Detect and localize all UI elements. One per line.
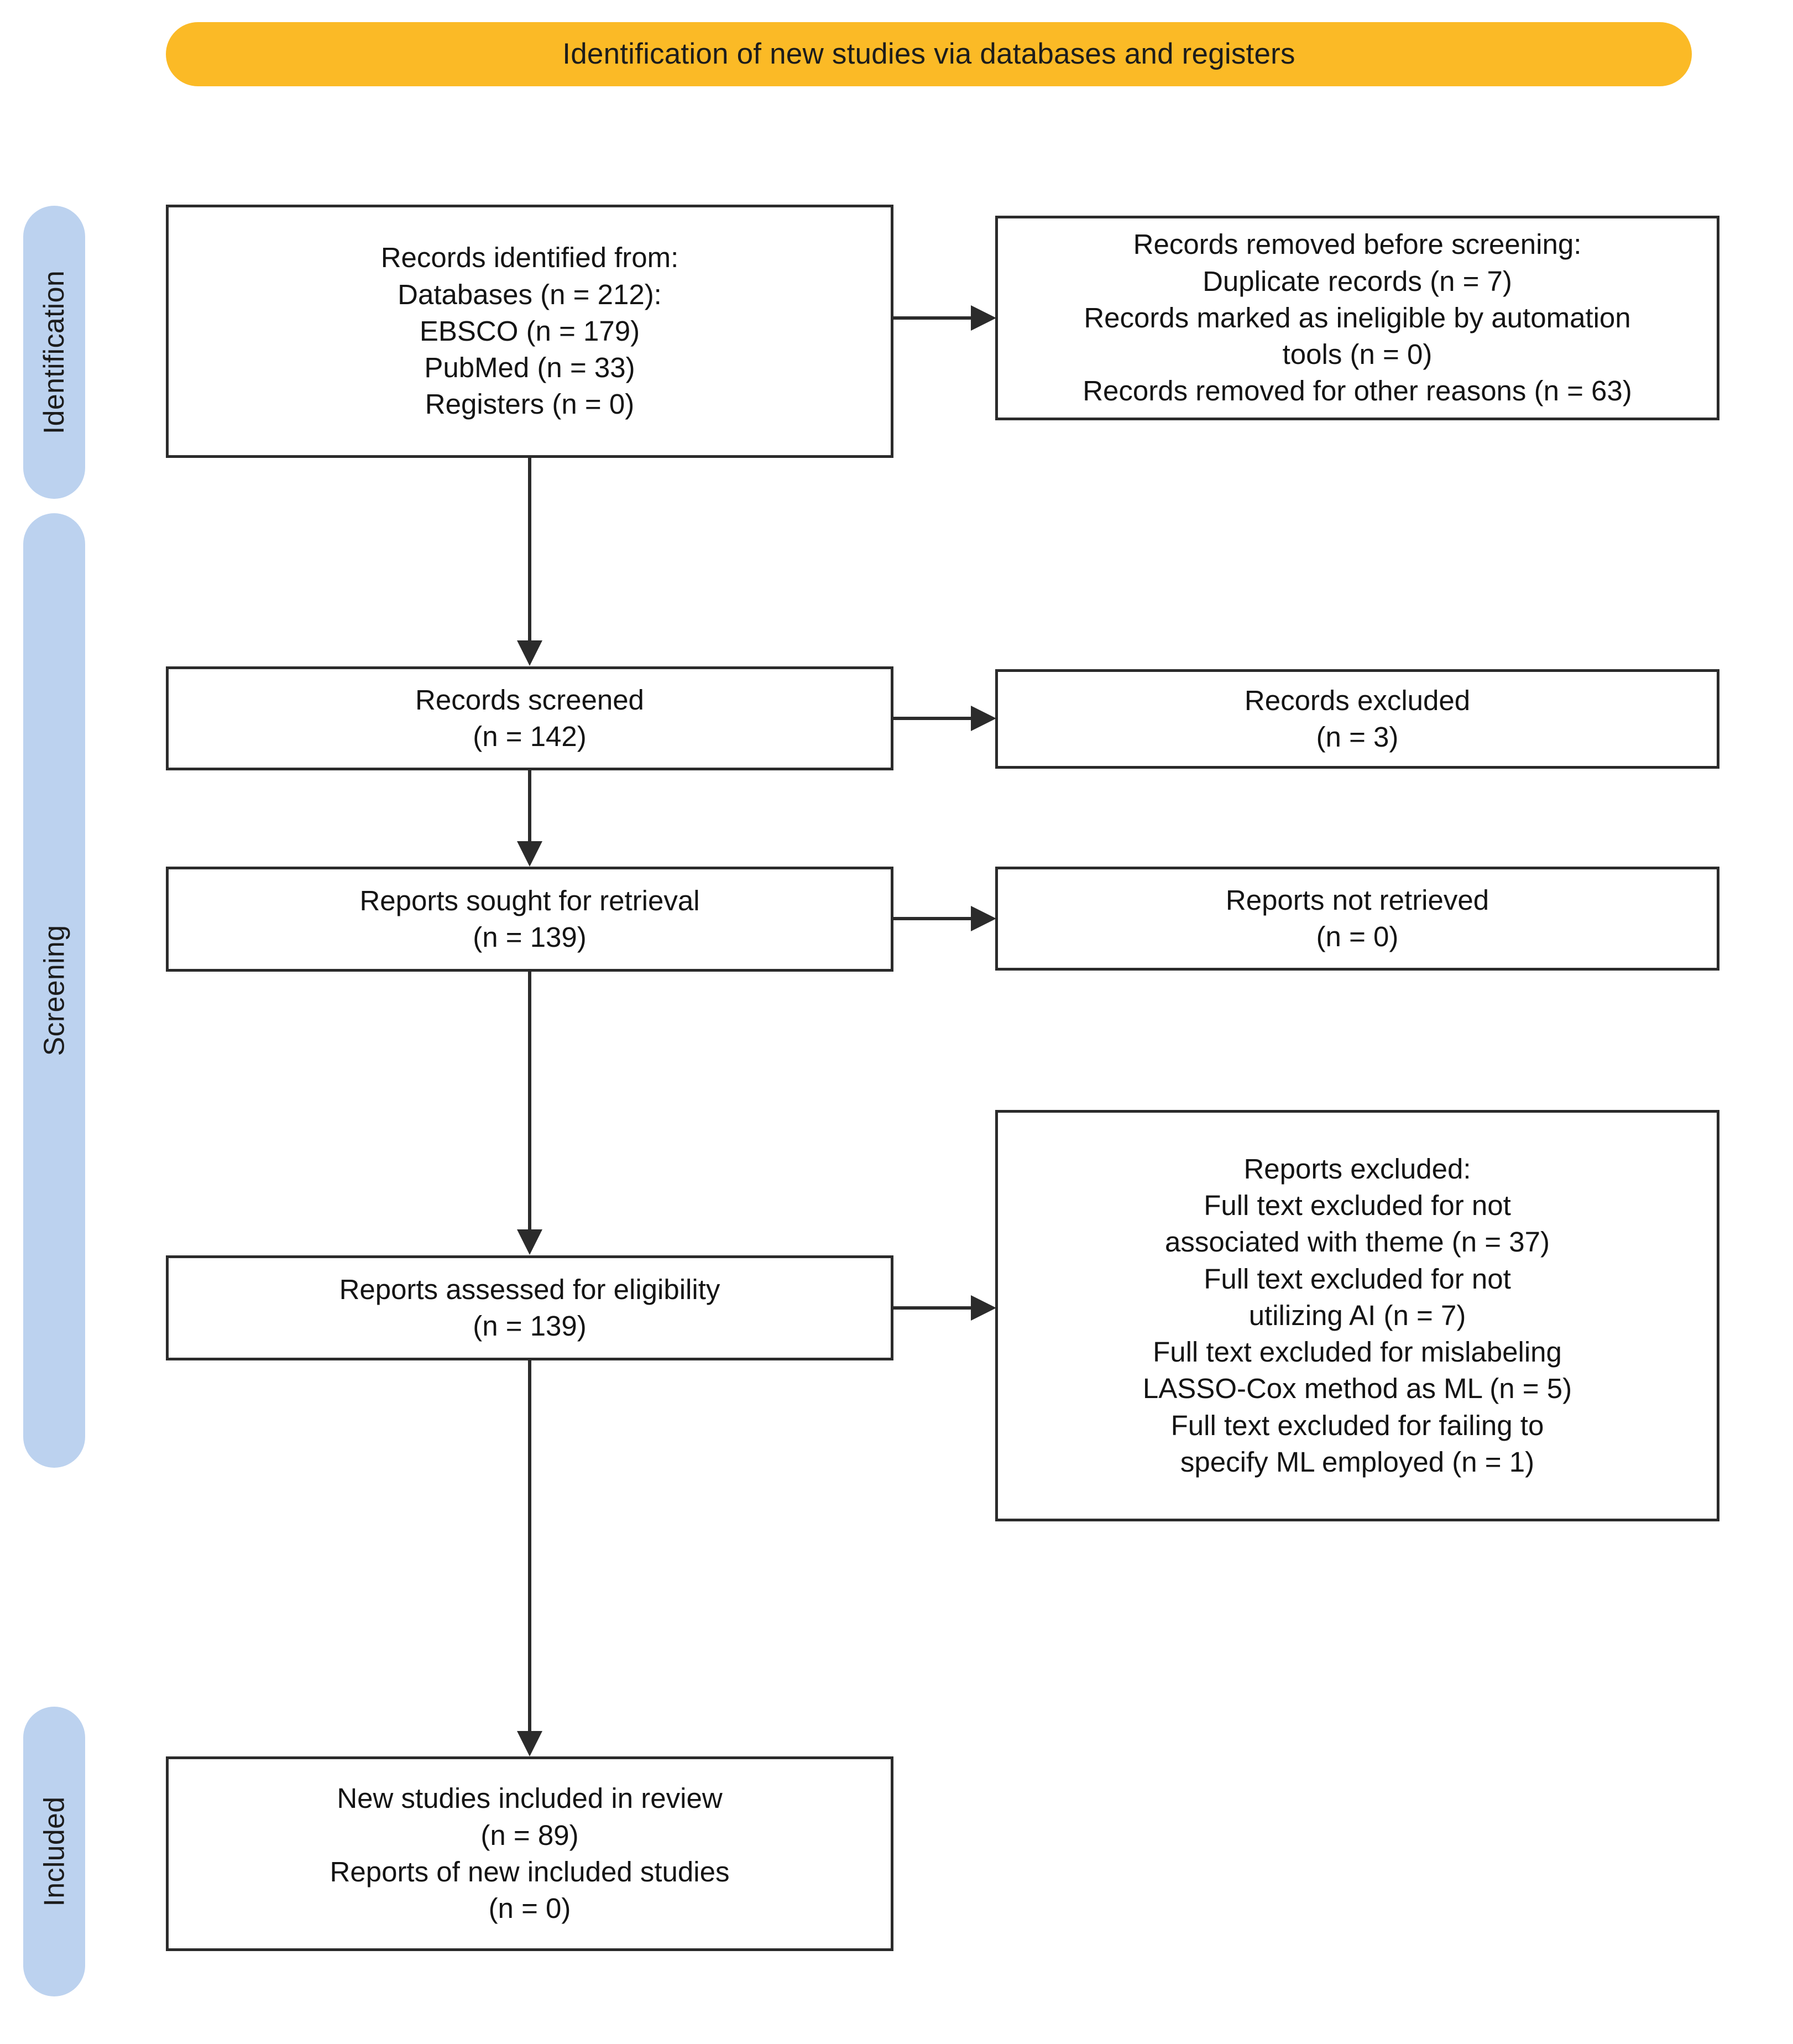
box-reports-excluded-text: Reports excluded: Full text excluded for… <box>1143 1151 1572 1481</box>
box-line: (n = 3) <box>1316 721 1399 753</box>
box-line: Records identified from: <box>380 242 679 274</box>
connector-identified-to-removed <box>893 316 976 320</box>
box-line: EBSCO (n = 179) <box>419 315 640 347</box>
box-line: tools (n = 0) <box>1282 338 1433 371</box>
box-line: (n = 0) <box>1316 921 1399 952</box>
box-line: Records marked as ineligible by automati… <box>1084 301 1631 333</box>
stage-rail-identification: Identification <box>23 206 85 499</box>
connector-screened-to-records-excluded <box>893 717 976 720</box>
stage-rail-screening: Screening <box>23 513 85 1468</box>
box-line: utilizing AI (n = 7) <box>1248 1299 1466 1331</box>
box-line: Full text excluded for not <box>1204 1263 1511 1295</box>
connector-sought-to-assessed <box>528 972 531 1230</box>
connector-identified-to-screened <box>528 458 531 642</box>
box-line: Registers (n = 0) <box>425 388 635 420</box>
box-line: PubMed (n = 33) <box>424 352 635 384</box>
box-line: Full text excluded for not <box>1204 1189 1511 1221</box>
connector-assessed-to-included <box>528 1360 531 1732</box>
box-line: specify ML employed (n = 1) <box>1180 1446 1535 1478</box>
arrowhead-down-to-assessed <box>517 1229 542 1255</box>
box-line: (n = 139) <box>473 921 587 953</box>
box-reports-excluded: Reports excluded: Full text excluded for… <box>995 1110 1719 1521</box>
box-records-screened: Records screened (n = 142) <box>166 666 893 770</box>
arrowhead-down-to-included <box>517 1731 542 1756</box>
box-line: (n = 142) <box>473 721 587 752</box>
stage-rail-screening-label: Screening <box>38 925 71 1056</box>
stage-rail-included-label: Included <box>38 1796 70 1907</box>
box-records-identified-text: Records identified from: Databases (n = … <box>381 239 679 423</box>
box-line: Full text excluded for mislabeling <box>1153 1336 1562 1368</box>
box-line: Reports of new included studies <box>330 1856 730 1887</box>
box-new-studies-included-text: New studies included in review (n = 89) … <box>330 1780 730 1927</box>
box-line: Records removed for other reasons (n = 6… <box>1083 375 1632 407</box>
box-line: Duplicate records (n = 7) <box>1203 265 1512 297</box>
box-line: Databases (n = 212): <box>398 278 662 310</box>
box-new-studies-included: New studies included in review (n = 89) … <box>166 1756 893 1951</box>
arrowhead-down-to-sought <box>517 841 542 867</box>
arrowhead-right-to-removed <box>971 305 996 331</box>
arrowhead-right-to-reports-excluded <box>971 1295 996 1321</box>
box-records-screened-text: Records screened (n = 142) <box>415 682 644 755</box>
box-line: (n = 139) <box>473 1310 587 1342</box>
stage-rail-included: Included <box>23 1707 85 1996</box>
box-line: Records removed before screening: <box>1133 228 1582 260</box>
box-line: (n = 0) <box>488 1892 571 1925</box>
phase-banner: Identification of new studies via databa… <box>166 22 1692 86</box>
arrowhead-right-to-not-retrieved <box>971 906 996 931</box>
stage-rail-identification-label: Identification <box>38 270 71 435</box>
box-records-excluded-text: Records excluded (n = 3) <box>1245 682 1470 756</box>
box-line: Reports not retrieved <box>1225 884 1489 916</box>
phase-banner-title: Identification of new studies via databa… <box>562 37 1295 70</box>
box-line: Reports assessed for eligibility <box>339 1273 720 1305</box>
arrowhead-down-to-screened <box>517 640 542 666</box>
box-reports-assessed-text: Reports assessed for eligibility (n = 13… <box>339 1271 720 1345</box>
box-records-identified: Records identified from: Databases (n = … <box>166 205 893 458</box>
box-records-excluded: Records excluded (n = 3) <box>995 669 1719 769</box>
box-line: LASSO-Cox method as ML (n = 5) <box>1142 1373 1572 1405</box>
connector-screened-to-sought <box>528 770 531 842</box>
box-reports-assessed-for-eligibility: Reports assessed for eligibility (n = 13… <box>166 1255 893 1360</box>
connector-assessed-to-reports-excluded <box>893 1306 976 1310</box>
box-reports-not-retrieved-text: Reports not retrieved (n = 0) <box>1226 882 1489 956</box>
box-reports-sought-for-retrieval: Reports sought for retrieval (n = 139) <box>166 867 893 972</box>
box-line: Reports excluded: <box>1243 1153 1471 1185</box>
box-records-removed-text: Records removed before screening: Duplic… <box>1083 226 1632 409</box>
box-reports-sought-text: Reports sought for retrieval (n = 139) <box>359 883 699 956</box>
box-line: Records screened <box>415 684 644 716</box>
box-line: Records excluded <box>1244 684 1471 716</box>
box-reports-not-retrieved: Reports not retrieved (n = 0) <box>995 867 1719 971</box>
arrowhead-right-to-records-excluded <box>971 706 996 731</box>
box-records-removed-before-screening: Records removed before screening: Duplic… <box>995 216 1719 420</box>
box-line: New studies included in review <box>337 1782 723 1814</box>
box-line: associated with theme (n = 37) <box>1165 1226 1550 1258</box>
box-line: Full text excluded for failing to <box>1170 1409 1544 1441</box>
box-line: (n = 89) <box>480 1819 579 1851</box>
connector-sought-to-not-retrieved <box>893 917 976 920</box>
box-line: Reports sought for retrieval <box>359 884 700 916</box>
